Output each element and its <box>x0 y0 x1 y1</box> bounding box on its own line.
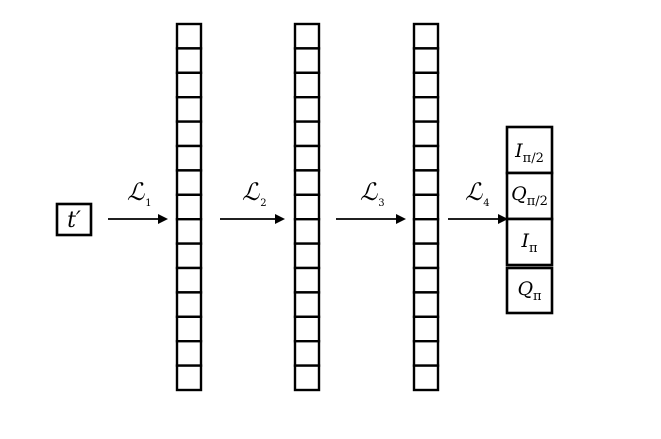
neuron-cell <box>412 22 440 50</box>
neuron-cell <box>293 22 321 50</box>
neuron-cell <box>175 364 203 392</box>
output-stack: Iπ/2 Qπ/2 Iπ Qπ <box>505 125 554 315</box>
neuron-cell <box>412 242 440 270</box>
neuron-cell <box>293 291 321 318</box>
transition-1: ℒ1 <box>108 178 168 224</box>
hidden-layer-2 <box>293 22 321 392</box>
input-label: t′ <box>67 208 81 233</box>
neuron-cell <box>412 71 440 99</box>
neuron-cell <box>293 193 321 221</box>
output-box <box>505 171 554 221</box>
neuron-cell <box>175 95 203 123</box>
neuron-cell <box>175 47 203 75</box>
neuron-cell <box>412 291 440 318</box>
output-label: Qπ <box>517 278 542 304</box>
neuron-cell <box>175 22 203 50</box>
neuron-cell <box>293 217 321 245</box>
neuron-cell <box>175 217 203 245</box>
neuron-cell <box>175 144 203 172</box>
neuron-cell <box>175 266 203 294</box>
neuron-cell <box>175 193 203 221</box>
neuron-cell <box>412 266 440 294</box>
neuron-cell <box>412 95 440 123</box>
output-node-q-pi: Qπ <box>505 266 554 315</box>
neuron-cell <box>412 120 440 148</box>
neuron-cell <box>293 95 321 123</box>
neuron-cell <box>412 340 440 367</box>
input-box <box>55 202 93 237</box>
neuron-cell <box>293 120 321 148</box>
neuron-cell <box>293 340 321 367</box>
layer-label-1: ℒ1 <box>127 178 152 209</box>
neuron-cell <box>175 315 203 343</box>
neuron-cell <box>293 169 321 196</box>
layer-label-2: ℒ2 <box>242 178 267 209</box>
output-box <box>505 266 554 315</box>
neuron-cell <box>412 193 440 221</box>
output-label: Iπ/2 <box>514 140 544 166</box>
transition-4: ℒ4 <box>448 178 508 224</box>
neuron-cell <box>175 291 203 318</box>
transition-3: ℒ3 <box>336 178 406 224</box>
output-node-i-pi: Iπ <box>505 217 554 267</box>
neuron-cell <box>175 340 203 367</box>
arrowhead-2 <box>275 214 285 224</box>
transition-2: ℒ2 <box>220 178 285 224</box>
input-node: t′ <box>55 202 93 237</box>
output-node-i-pi-half: Iπ/2 <box>505 125 554 175</box>
arrowhead-1 <box>158 214 168 224</box>
neuron-cell <box>293 364 321 392</box>
neuron-cell <box>293 71 321 99</box>
neuron-cell <box>293 242 321 270</box>
neuron-cell <box>412 47 440 75</box>
output-label: Qπ/2 <box>511 183 548 209</box>
neuron-cell <box>412 217 440 245</box>
neuron-cell <box>293 266 321 294</box>
neuron-cell <box>175 120 203 148</box>
neuron-cell <box>412 364 440 392</box>
layer-label-3: ℒ3 <box>360 178 385 209</box>
output-label: Iπ <box>520 230 538 256</box>
arrowhead-4 <box>498 214 508 224</box>
hidden-layer-3 <box>412 22 440 392</box>
output-box <box>505 217 554 267</box>
neuron-cell <box>175 169 203 196</box>
output-node-q-pi-half: Qπ/2 <box>505 171 554 221</box>
neuron-cell <box>412 315 440 343</box>
neuron-cell <box>175 71 203 99</box>
arrowhead-3 <box>396 214 406 224</box>
neuron-cell <box>293 47 321 75</box>
neuron-cell <box>175 242 203 270</box>
layer-label-4: ℒ4 <box>465 178 490 209</box>
output-box <box>505 125 554 175</box>
neuron-cell <box>293 144 321 172</box>
neuron-cell <box>412 169 440 196</box>
neuron-cell <box>293 315 321 343</box>
hidden-layer-1 <box>175 22 203 392</box>
neuron-cell <box>412 144 440 172</box>
